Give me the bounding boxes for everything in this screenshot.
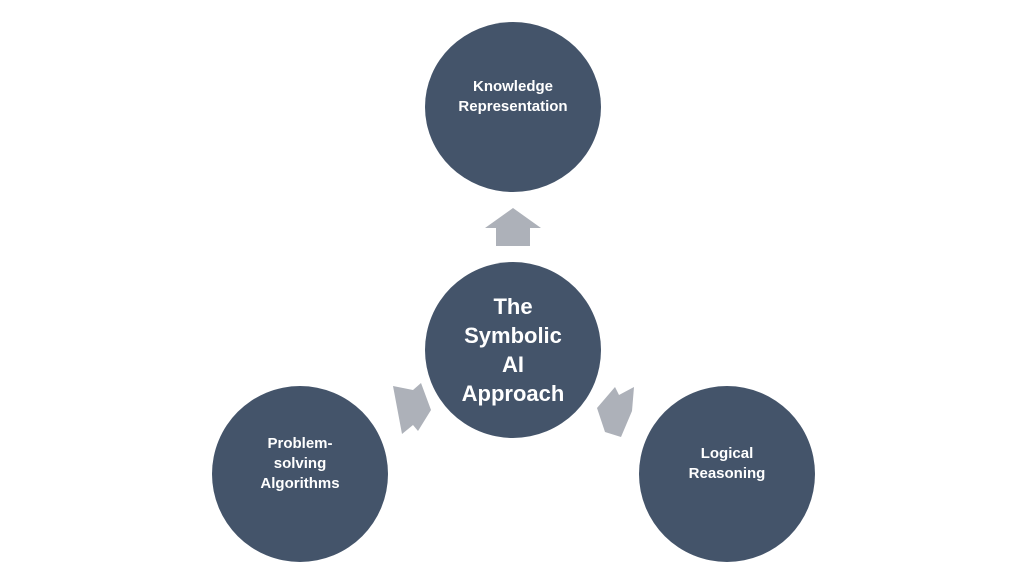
center-node-symbolic-ai-approach: The Symbolic AI Approach — [425, 262, 601, 438]
center-label: The Symbolic AI Approach — [461, 294, 565, 406]
arrow-down-right-icon — [597, 387, 634, 437]
node-knowledge-representation: Knowledge Representation — [425, 22, 601, 192]
arrow-down-left-icon — [393, 383, 431, 434]
node-problem-solving-algorithms: Problem- solving Algorithms — [212, 386, 388, 562]
node-logical-reasoning: Logical Reasoning — [639, 386, 815, 562]
arrow-up-icon — [485, 208, 541, 246]
node-label: Knowledge Representation — [458, 78, 568, 115]
node-label: Problem- solving Algorithms — [260, 435, 340, 492]
node-label: Logical Reasoning — [688, 445, 766, 482]
